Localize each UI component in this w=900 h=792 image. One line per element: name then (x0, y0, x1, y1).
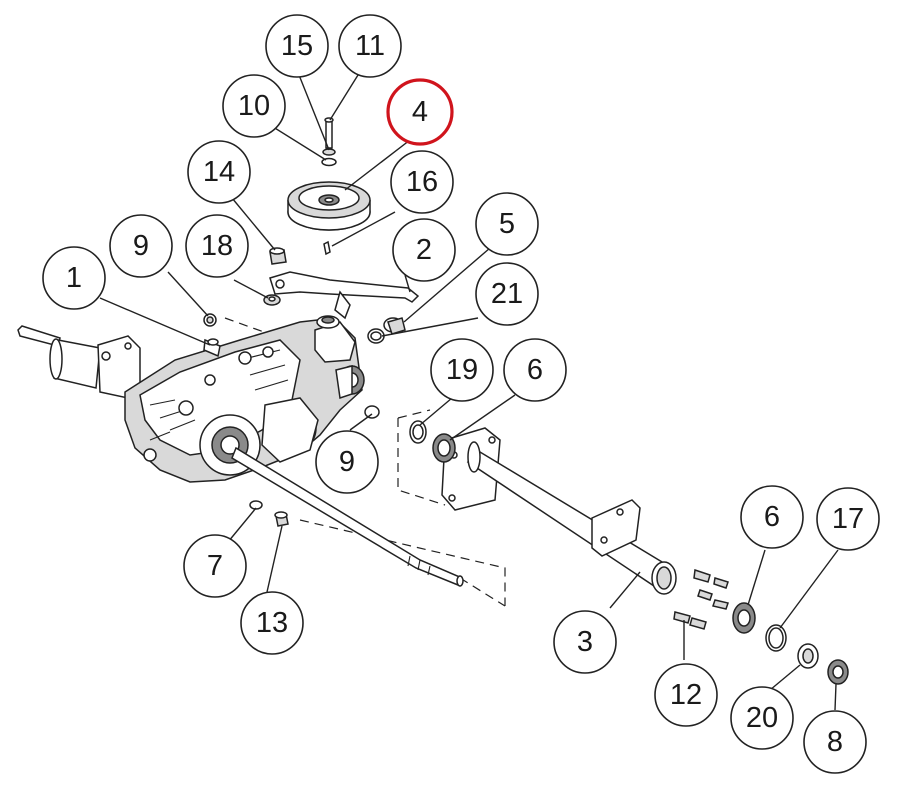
callout-14[interactable]: 14 (187, 140, 251, 204)
callout-8[interactable]: 8 (803, 710, 867, 774)
callout-6-left[interactable]: 6 (503, 338, 567, 402)
callout-9-bottom[interactable]: 9 (315, 430, 379, 494)
callout-5[interactable]: 5 (475, 192, 539, 256)
callout-label: 12 (670, 679, 702, 711)
axle-tube (441, 427, 677, 595)
callout-6-right[interactable]: 6 (740, 485, 804, 549)
right-bearings (732, 602, 849, 685)
callout-11[interactable]: 11 (338, 14, 402, 78)
callout-19[interactable]: 19 (430, 338, 494, 402)
callout-label: 6 (764, 501, 780, 533)
callout-2[interactable]: 2 (392, 218, 456, 282)
callout-label: 17 (832, 503, 864, 535)
callout-label: 5 (499, 208, 515, 240)
callout-label: 6 (527, 354, 543, 386)
callout-label: 18 (201, 230, 233, 262)
lever-arm (269, 271, 420, 320)
callout-label: 3 (577, 626, 593, 658)
callout-13[interactable]: 13 (240, 591, 304, 655)
callout-12[interactable]: 12 (654, 663, 718, 727)
callout-label: 13 (256, 607, 288, 639)
callout-1[interactable]: 1 (42, 246, 106, 310)
callout-label: 14 (203, 156, 235, 188)
callout-label: 9 (339, 446, 355, 478)
callout-10[interactable]: 10 (222, 74, 286, 138)
callout-label: 19 (446, 354, 478, 386)
callout-15[interactable]: 15 (265, 14, 329, 78)
callout-20[interactable]: 20 (730, 686, 794, 750)
callout-label: 15 (281, 30, 313, 62)
callout-label: 2 (416, 234, 432, 266)
callout-7[interactable]: 7 (183, 534, 247, 598)
callout-label: 10 (238, 90, 270, 122)
callout-16[interactable]: 16 (390, 150, 454, 214)
callout-label: 4 (412, 96, 428, 128)
callout-label: 11 (355, 30, 385, 62)
callout-label: 20 (746, 702, 778, 734)
callout-21[interactable]: 21 (475, 262, 539, 326)
bolts (673, 568, 729, 630)
callout-17[interactable]: 17 (816, 487, 880, 551)
callout-label: 8 (827, 726, 843, 758)
seal-bearing-left (409, 420, 456, 463)
callout-4-highlighted[interactable]: 4 (386, 78, 454, 146)
transmission-housing (124, 315, 365, 483)
callout-label: 16 (406, 166, 438, 198)
callout-9-top[interactable]: 9 (109, 214, 173, 278)
callout-3[interactable]: 3 (553, 610, 617, 674)
callout-label: 1 (66, 262, 82, 294)
leader-lines (99, 74, 839, 711)
callout-label: 7 (207, 550, 223, 582)
pulley-assembly (287, 117, 371, 256)
callout-18[interactable]: 18 (185, 214, 249, 278)
callout-label: 21 (491, 278, 523, 310)
callout-label: 9 (133, 230, 149, 262)
small-hardware (203, 247, 406, 527)
output-shaft (231, 446, 464, 587)
left-axle-shaft (17, 325, 141, 399)
